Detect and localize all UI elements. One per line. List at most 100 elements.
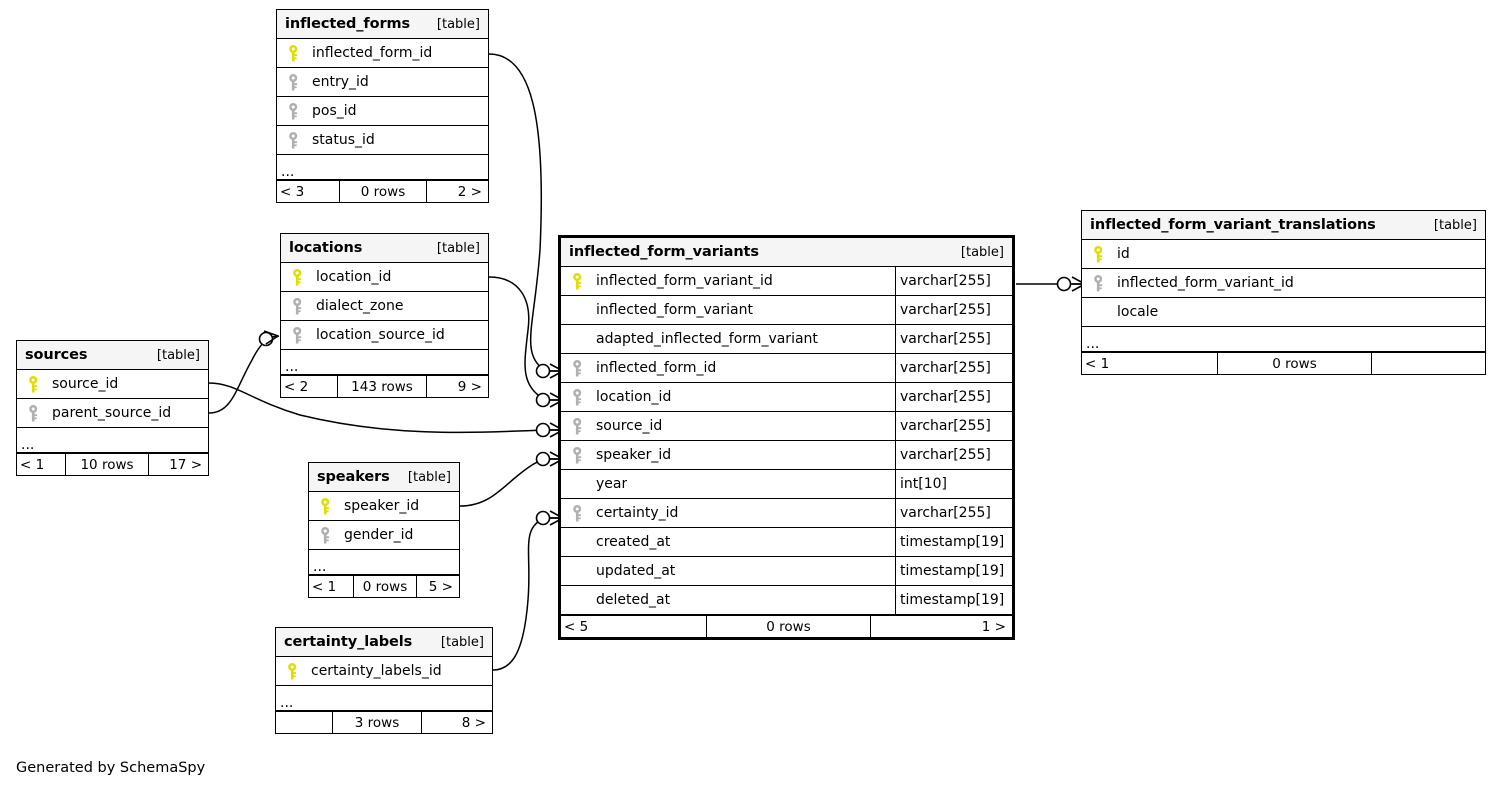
column-name: location_id xyxy=(316,269,392,285)
column-row[interactable]: gender_id xyxy=(309,521,459,550)
table-inflected_form_variants[interactable]: inflected_form_variants[table]inflected_… xyxy=(558,235,1015,640)
footer-child-count[interactable]: 5 > xyxy=(428,578,453,595)
footer-child-count[interactable]: 8 > xyxy=(461,714,486,731)
column-main: inflected_form_variant_id xyxy=(1082,269,1485,297)
edge-certainty-labels-to-variants xyxy=(492,517,546,671)
table-title-inflected_form_variants[interactable]: inflected_form_variants[table] xyxy=(561,238,1012,267)
more-columns-ellipsis: ... xyxy=(17,428,208,453)
table-title-speakers[interactable]: speakers [table] xyxy=(309,463,459,492)
table-title-inflected_form_variant_translations[interactable]: inflected_form_variant_translations[tabl… xyxy=(1082,211,1485,240)
footer-row-count: 0 rows xyxy=(1217,353,1372,374)
table-title-certainty_labels[interactable]: certainty_labels[table] xyxy=(276,628,492,657)
column-main: inflected_form_id xyxy=(277,39,488,67)
footer-child-count[interactable]: 2 > xyxy=(457,183,482,200)
footer-parent-count[interactable]: < 1 xyxy=(312,578,337,595)
column-type: varchar[255] xyxy=(895,499,1012,527)
column-main: location_id xyxy=(561,383,895,411)
footer-child-count[interactable]: 17 > xyxy=(169,456,202,473)
table-certainty_labels[interactable]: certainty_labels[table] certainty_labels_… xyxy=(275,627,493,734)
column-main: speaker_id xyxy=(309,492,459,520)
table-type-tag: [table] xyxy=(440,634,484,650)
column-main: source_id xyxy=(17,370,208,398)
table-title-sources[interactable]: sources[table] xyxy=(17,341,208,370)
more-columns-ellipsis: ... xyxy=(281,350,488,375)
column-name: status_id xyxy=(312,132,375,148)
footer-child-count[interactable]: 1 > xyxy=(981,618,1006,635)
table-name: speakers xyxy=(317,469,390,485)
column-main: year xyxy=(561,470,895,498)
table-type-tag: [table] xyxy=(407,469,451,485)
edge-speakers-to-variants xyxy=(459,458,546,507)
column-row[interactable]: parent_source_id xyxy=(17,399,208,428)
footer-child-count[interactable]: 9 > xyxy=(457,378,482,395)
column-row[interactable]: certainty_labels_id xyxy=(276,657,492,686)
column-name: created_at xyxy=(596,534,671,550)
column-type: varchar[255] xyxy=(895,354,1012,382)
column-row[interactable]: location_source_id xyxy=(281,321,488,350)
footer-child-count[interactable] xyxy=(1372,353,1483,374)
footer-parent-count[interactable]: < 5 xyxy=(564,618,589,635)
column-row[interactable]: inflected_form_variant_id xyxy=(1082,269,1485,298)
column-type: varchar[255] xyxy=(895,412,1012,440)
footer-parent-count[interactable]: < 1 xyxy=(1085,355,1110,372)
column-row[interactable]: pos_id xyxy=(277,97,488,126)
key-icon-foreign xyxy=(568,359,587,377)
column-row[interactable]: location_id xyxy=(281,263,488,292)
column-main: created_at xyxy=(561,528,895,556)
column-main: locale xyxy=(1082,298,1485,326)
table-title-locations[interactable]: locations [table] xyxy=(281,234,488,263)
marker-locations-source-id xyxy=(258,330,280,347)
column-main: deleted_at xyxy=(561,586,895,614)
column-row[interactable]: speaker_id xyxy=(309,492,459,521)
column-name: inflected_form_id xyxy=(312,45,433,61)
column-main: location_source_id xyxy=(281,321,488,349)
column-main: certainty_id xyxy=(561,499,895,527)
column-row[interactable]: id xyxy=(1082,240,1485,269)
more-columns-ellipsis: ... xyxy=(1082,327,1485,352)
column-name: locale xyxy=(1117,304,1159,320)
column-name: deleted_at xyxy=(596,592,671,608)
column-row[interactable]: locale xyxy=(1082,298,1485,327)
column-row[interactable]: inflected_form_id xyxy=(277,39,488,68)
column-row[interactable]: entry_id xyxy=(277,68,488,97)
column-row[interactable]: status_id xyxy=(277,126,488,155)
footer-parent-count[interactable]: < 3 xyxy=(280,183,305,200)
footer-row-count: 0 rows xyxy=(353,576,417,597)
column-main: inflected_form_variant xyxy=(561,296,895,324)
column-row[interactable]: source_id xyxy=(17,370,208,399)
column-row[interactable]: dialect_zone xyxy=(281,292,488,321)
column-name: certainty_labels_id xyxy=(311,663,442,679)
key-icon-foreign xyxy=(284,102,303,120)
key-icon-foreign xyxy=(284,73,303,91)
table-inflected_form_variant_translations[interactable]: inflected_form_variant_translations[tabl… xyxy=(1081,210,1486,375)
column-type: varchar[255] xyxy=(895,383,1012,411)
column-name: inflected_form_variant xyxy=(596,302,753,318)
footer-parent-count[interactable]: < 1 xyxy=(20,456,45,473)
edge-inflected-forms-to-variants xyxy=(488,53,546,372)
key-icon-primary xyxy=(284,44,303,62)
footer-parent-count[interactable]: < 2 xyxy=(284,378,309,395)
table-type-tag: [table] xyxy=(436,240,480,256)
table-name: inflected_form_variant_translations xyxy=(1090,217,1376,233)
table-title-inflected_forms[interactable]: inflected_forms[table] xyxy=(277,10,488,39)
footer-parent-count[interactable] xyxy=(276,712,332,733)
table-name: locations xyxy=(289,240,363,256)
